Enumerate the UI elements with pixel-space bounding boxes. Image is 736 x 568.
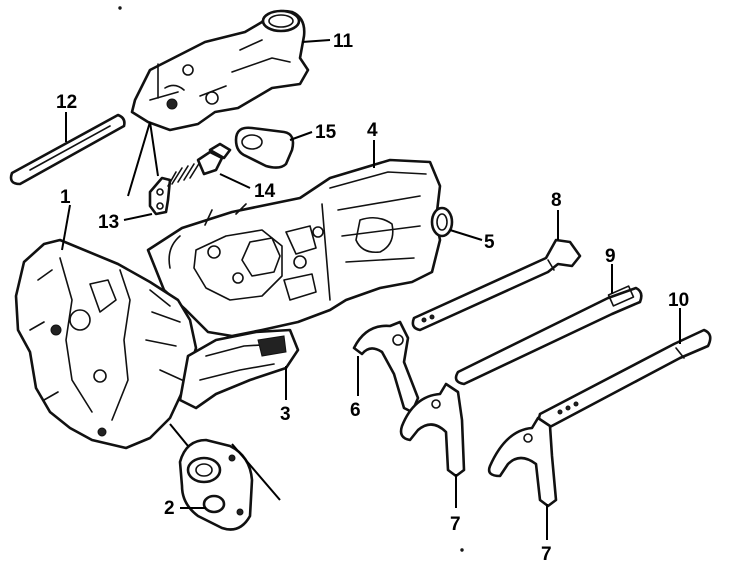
shift-rail-10-part	[537, 328, 712, 430]
callout-3: 3	[280, 404, 291, 425]
shift-fork-7b-part	[487, 416, 558, 508]
callout-8: 8	[551, 190, 562, 211]
callout-labels: 1 2 3 4 5 6 7 7 8 9 10 11 12 13 14 15	[56, 31, 689, 565]
shift-rail-8-part	[411, 238, 582, 332]
callout-2: 2	[164, 498, 175, 519]
callout-7a: 7	[450, 514, 461, 535]
front-bearing-retainer-part	[169, 423, 281, 531]
shift-fork-6-part	[352, 320, 420, 414]
callout-5: 5	[484, 232, 495, 253]
shift-sleeve-part	[234, 126, 295, 169]
shift-cover-part	[130, 9, 310, 132]
callout-11: 11	[333, 31, 354, 52]
callout-4: 4	[367, 120, 378, 141]
shift-rod-end-part	[127, 121, 172, 216]
shift-shaft-part	[9, 113, 126, 186]
callout-7b: 7	[541, 544, 552, 565]
rear-seal-part	[430, 206, 454, 238]
callout-9: 9	[605, 246, 616, 267]
callout-1: 1	[60, 187, 71, 208]
callout-14: 14	[254, 181, 276, 202]
callout-6: 6	[350, 400, 361, 421]
leader-lines	[61, 39, 681, 540]
callout-12: 12	[56, 92, 77, 113]
extension-housing-part	[178, 328, 300, 410]
callout-13: 13	[98, 212, 119, 233]
shift-rail-9-part	[454, 285, 643, 386]
shift-fork-7a-part	[399, 382, 466, 478]
detent-spring-part	[167, 142, 232, 187]
callout-10: 10	[668, 290, 689, 311]
callout-15: 15	[315, 122, 337, 143]
clutch-housing-part	[14, 238, 198, 450]
main-transmission-case-part	[146, 158, 442, 338]
